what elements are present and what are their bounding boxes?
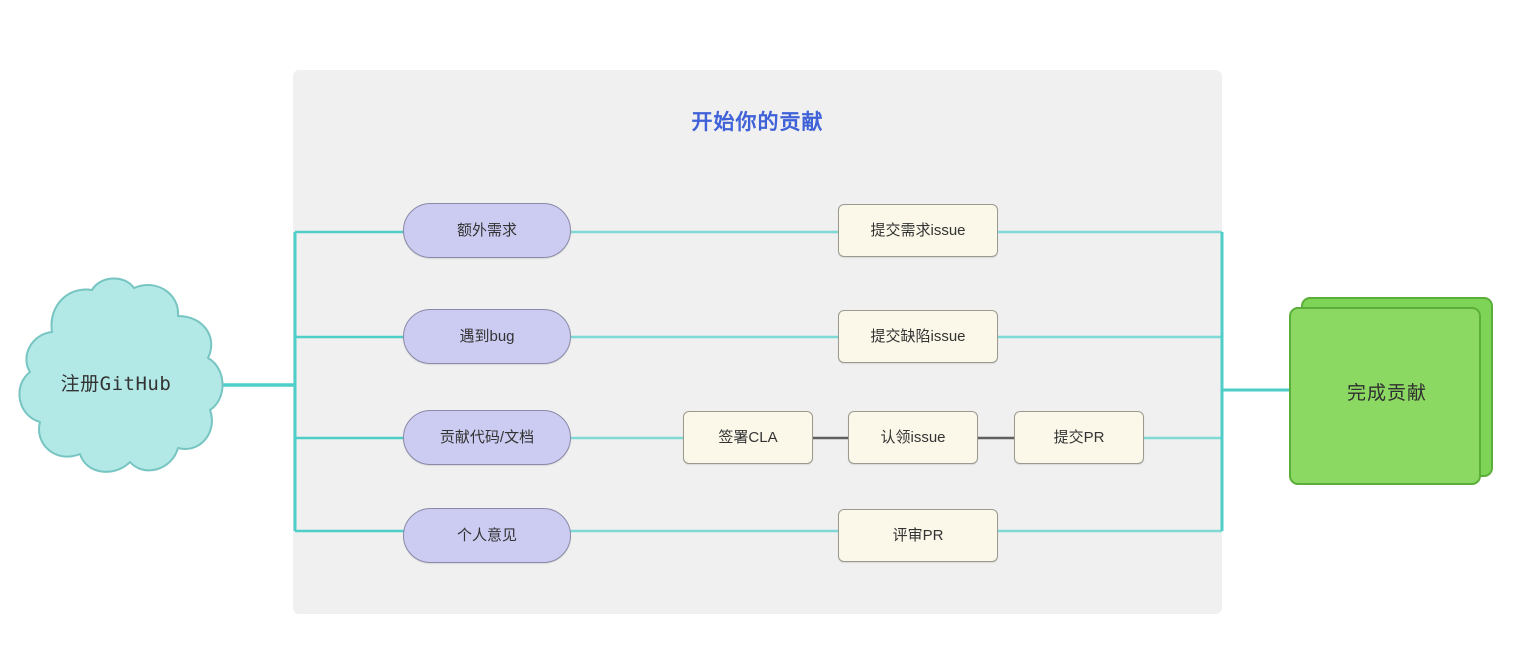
branch-node-2[interactable]: 贡献代码/文档 [403, 410, 571, 465]
end-node-stack[interactable] [1288, 296, 1494, 486]
diagram-title: 开始你的贡献 [691, 111, 824, 134]
start-node-label: 注册GitHub [60, 372, 172, 395]
step-node-2-0[interactable]: 签署CLA [683, 411, 813, 464]
stacked-rectangle-icon [1289, 297, 1493, 485]
step-node-0-0[interactable]: 提交需求issue [838, 204, 998, 257]
branch-node-3[interactable]: 个人意见 [403, 508, 571, 563]
end-node-label: 完成贡献 [1346, 382, 1427, 404]
step-node-2-1[interactable]: 认领issue [848, 411, 978, 464]
branch-node-1[interactable]: 遇到bug [403, 309, 571, 364]
step-node-1-0[interactable]: 提交缺陷issue [838, 310, 998, 363]
cloud-icon [18, 277, 224, 473]
step-node-3-0[interactable]: 评审PR [838, 509, 998, 562]
branch-node-0[interactable]: 额外需求 [403, 203, 571, 258]
step-node-2-2[interactable]: 提交PR [1014, 411, 1144, 464]
start-node-cloud[interactable]: 注册GitHub [0, 272, 232, 498]
